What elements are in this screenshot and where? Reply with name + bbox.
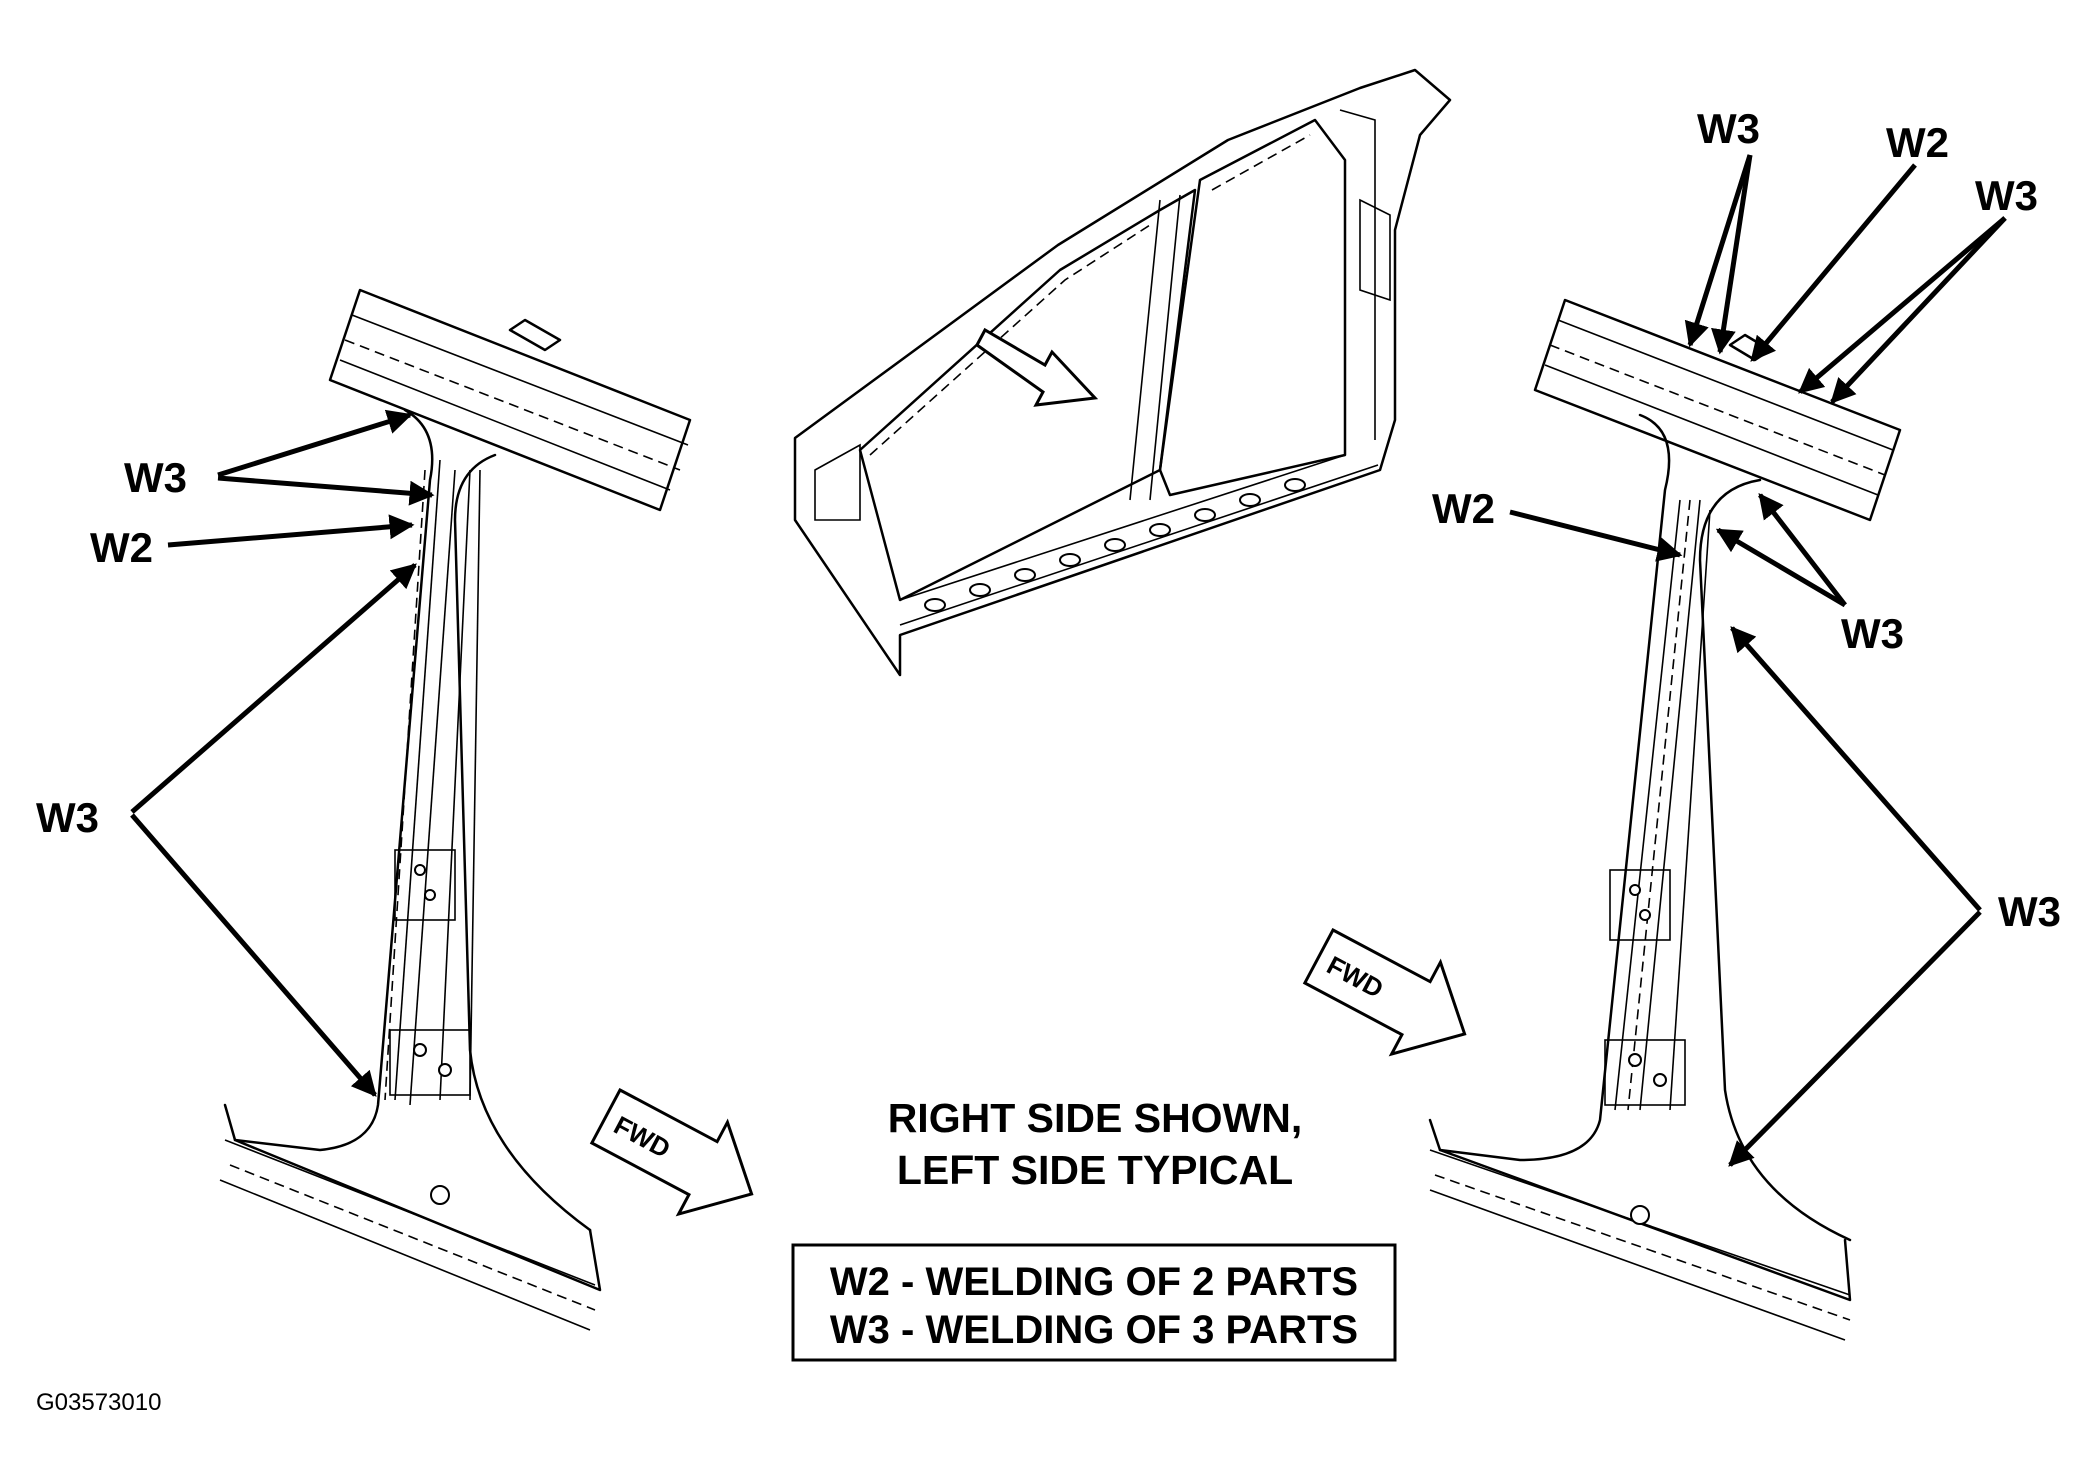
- view-direction-arrow: [975, 327, 1099, 407]
- left-leaders: [130, 409, 435, 1097]
- left-w3-lower-label: W3: [36, 794, 99, 841]
- caption-line-2: LEFT SIDE TYPICAL: [897, 1147, 1293, 1193]
- legend-line-w2: W2 - WELDING OF 2 PARTS: [830, 1260, 1358, 1304]
- right-w3-inner-label: W3: [1841, 610, 1904, 657]
- legend-line-w3: W3 - WELDING OF 3 PARTS: [830, 1308, 1358, 1352]
- weld-legend-box: W2 - WELDING OF 2 PARTS W3 - WELDING OF …: [791, 1243, 1397, 1362]
- fwd-arrow-right: FWD: [1302, 927, 1467, 1057]
- fwd-arrow-bottom: FWD: [589, 1087, 754, 1217]
- right-w2-top-label: W2: [1886, 119, 1949, 166]
- right-w2-side-label: W2: [1432, 485, 1495, 532]
- right-w3-top-left-label: W3: [1697, 105, 1760, 152]
- left-w2-label: W2: [90, 524, 153, 571]
- figure-code: G03573010: [36, 1389, 161, 1416]
- body-side-panel-drawing: [793, 68, 1452, 677]
- right-w3-top-right-label: W3: [1975, 172, 2038, 219]
- right-w3-lower-label: W3: [1998, 888, 2061, 935]
- caption-line-1: RIGHT SIDE SHOWN,: [888, 1095, 1303, 1141]
- left-w3-top-label: W3: [124, 454, 187, 501]
- left-b-pillar-drawing: [219, 288, 692, 1331]
- rocker-holes: [924, 478, 1306, 612]
- right-b-pillar-drawing: [1428, 298, 1902, 1341]
- right-leaders: [1509, 154, 2007, 1167]
